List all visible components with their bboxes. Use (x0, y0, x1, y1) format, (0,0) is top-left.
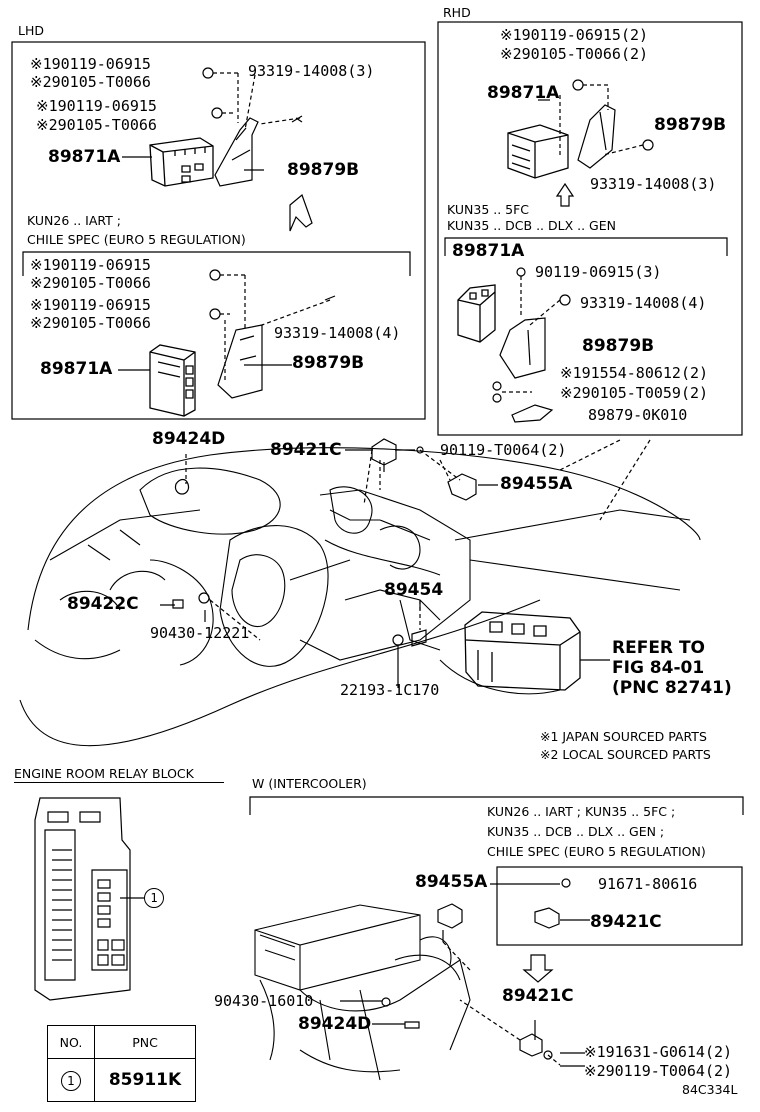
lhd-sub-callout-a: ※190119-06915 (30, 256, 151, 274)
rhd-sub-callout-e: ※191554-80612(2) (560, 364, 709, 382)
lhd-callout-g: 89879B (287, 160, 360, 180)
intercooler-title: W (INTERCOOLER) (252, 776, 367, 791)
rhd-title: RHD (443, 5, 471, 20)
relay-block-thumbnail (34, 797, 144, 1001)
lhd-sub-callout-e: 93319-14008(4) (274, 324, 401, 342)
engine-callout-h: 22193-1C170 (340, 681, 440, 699)
intercooler-note-1: KUN26 .. IART ; KUN35 .. 5FC ; (487, 804, 676, 819)
relay-block-title: ENGINE ROOM RELAY BLOCK (14, 766, 194, 781)
lhd-sub-callout-g: 89879B (292, 353, 365, 373)
engine-callout-b: 89421C (270, 440, 342, 460)
legend-line-2: ※2 LOCAL SOURCED PARTS (540, 747, 711, 762)
relay-block-marker: 1 (144, 888, 164, 908)
engine-callout-c: 90119-T0064(2) (440, 441, 567, 459)
lhd-title: LHD (18, 23, 44, 38)
intercooler-note-3: CHILE SPEC (EURO 5 REGULATION) (487, 844, 706, 859)
refer-line-1: REFER TO (612, 638, 705, 658)
rhd-callout-e: 93319-14008(3) (590, 175, 717, 193)
rhd-bracket-lower (499, 317, 546, 379)
rhd-sub-bracket (444, 237, 728, 256)
relay-block-marker-number: 1 (144, 888, 164, 908)
table-cell-no: 1 (47, 1058, 95, 1102)
rhd-sub-note-1: KUN35 .. 5FC (447, 202, 530, 217)
rhd-sub-note-2: KUN35 .. DCB .. DLX .. GEN (447, 218, 616, 233)
intercooler-callout-f: 89424D (298, 1014, 372, 1034)
rhd-callout-a: ※190119-06915(2) (500, 26, 649, 44)
lhd-sub-bracket (22, 251, 411, 276)
engine-callout-e: 89454 (384, 580, 444, 600)
lhd-ecu-lower (149, 344, 196, 417)
refer-line-2: FIG 84-01 (612, 658, 705, 678)
rhd-sub-callout-a: 89871A (452, 241, 525, 261)
intercooler-callout-g: ※191631-G0614(2) (584, 1043, 733, 1061)
intercooler-callout-b: 91671-80616 (598, 875, 698, 893)
lhd-frame (11, 41, 426, 420)
intercooler-drawing (254, 904, 471, 1081)
table-cell-no-value: 1 (61, 1070, 81, 1091)
engine-parts (172, 438, 477, 647)
lhd-callout-e: ※290105-T0066 (36, 116, 157, 134)
intercooler-note-2: KUN35 .. DCB .. DLX .. GEN ; (487, 824, 665, 839)
rhd-bracket-upper (577, 104, 616, 169)
rhd-sub-callout-b: 90119-06915(3) (535, 263, 662, 281)
intercooler-bracket (249, 796, 744, 815)
rhd-sub-callout-d: 89879B (582, 336, 655, 356)
table-header-no: NO. (47, 1025, 95, 1059)
engine-drawing (19, 447, 701, 747)
lhd-bracket-upper (214, 117, 259, 187)
intercooler-callout-d: 89421C (502, 986, 574, 1006)
rhd-sub-callout-c: 93319-14008(4) (580, 294, 707, 312)
intercooler-arrow (522, 954, 554, 983)
engine-callout-g: 90430-12221 (150, 624, 250, 642)
intercooler-callout-c: 89421C (590, 912, 662, 932)
rhd-sub-callout-f: ※290105-T0059(2) (560, 384, 709, 402)
lhd-sub-callout-c: ※190119-06915 (30, 296, 151, 314)
lhd-callout-d: ※190119-06915 (36, 97, 157, 115)
intercooler-callout-a: 89455A (415, 872, 488, 892)
table-cell-pnc: 85911K (94, 1058, 196, 1102)
engine-callout-f: 89422C (67, 594, 139, 614)
relay-box-engine (464, 611, 581, 691)
rhd-sub-callout-g: 89879-0K010 (588, 406, 688, 424)
lhd-callout-f: 89871A (48, 147, 121, 167)
engine-callout-a: 89424D (152, 429, 226, 449)
intercooler-subframe (496, 866, 743, 946)
refer-line-3: (PNC 82741) (612, 678, 732, 698)
legend-line-1: ※1 JAPAN SOURCED PARTS (540, 729, 707, 744)
lhd-bolt-1 (202, 67, 214, 79)
intercooler-parts (381, 878, 571, 1060)
rhd-callout-c: 89871A (487, 83, 560, 103)
figure-code: 84C334L (682, 1082, 738, 1097)
lhd-sub-callout-b: ※290105-T0066 (30, 274, 151, 292)
lhd-callout-c: 93319-14008(3) (248, 62, 375, 80)
rhd-callout-d: 89879B (654, 115, 727, 135)
lhd-ecu-upper (149, 137, 214, 187)
intercooler-callout-h: ※290119-T0064(2) (584, 1062, 733, 1080)
relay-block-title-underline (14, 782, 224, 783)
rhd-bracket-small (511, 404, 554, 423)
rhd-frame (437, 21, 743, 436)
lhd-callout-a: ※190119-06915 (30, 55, 151, 73)
lhd-bolt-2 (211, 107, 223, 119)
lhd-sub-callout-f: 89871A (40, 359, 113, 379)
lhd-arrow (289, 193, 313, 232)
lhd-bracket-lower (217, 324, 263, 399)
rhd-arrow (555, 182, 575, 207)
intercooler-callout-e: 90430-16010 (214, 992, 314, 1010)
lhd-sub-note-2: CHILE SPEC (EURO 5 REGULATION) (27, 232, 246, 247)
rhd-ecu-lower (457, 284, 496, 343)
rhd-callout-b: ※290105-T0066(2) (500, 45, 649, 63)
relay-block-table: NO. PNC 1 85911K (47, 1025, 196, 1102)
engine-callout-d: 89455A (500, 474, 573, 494)
table-header-pnc: PNC (94, 1025, 196, 1059)
lhd-sub-note-1: KUN26 .. IART ; (27, 213, 121, 228)
lhd-sub-callout-d: ※290105-T0066 (30, 314, 151, 332)
lhd-callout-b: ※290105-T0066 (30, 73, 151, 91)
rhd-ecu-upper (507, 124, 569, 179)
